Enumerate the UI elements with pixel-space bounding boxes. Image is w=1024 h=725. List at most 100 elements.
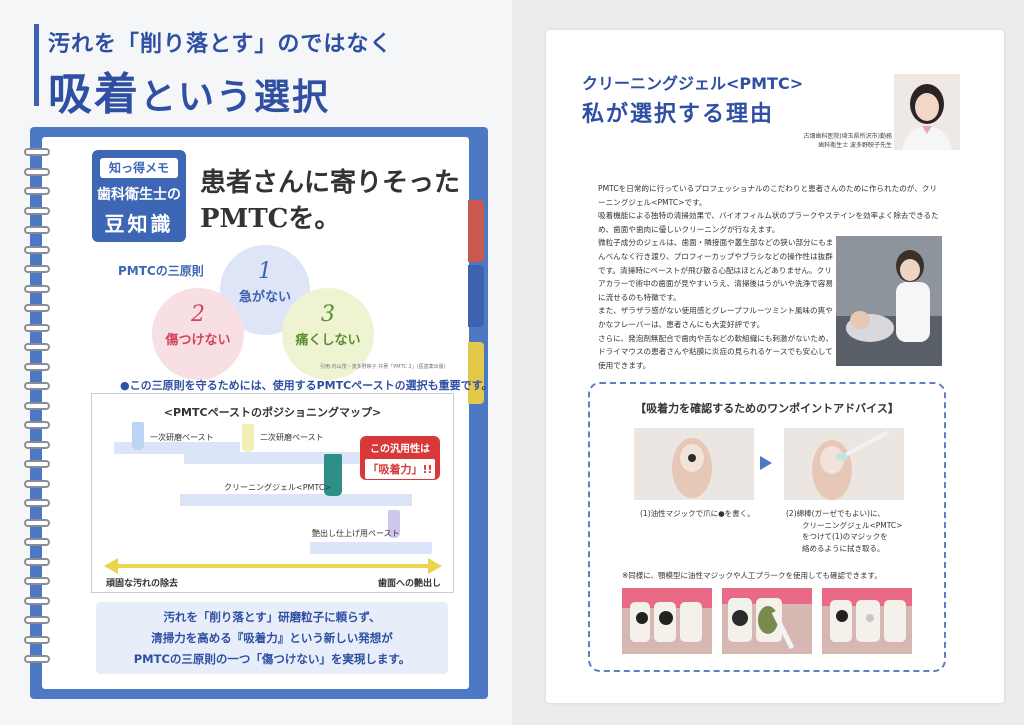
spiral-ring — [24, 245, 50, 254]
card-title-line1: 患者さんに寄りそった — [200, 168, 461, 198]
step2-caption-line: をつけて(1)のマジックを — [802, 532, 888, 541]
notebook-tab-yellow — [468, 342, 484, 404]
headline-line2: 吸着という選択 — [48, 58, 330, 122]
advice-box: 【吸着力を確認するためのワンポイントアドバイス】 (1)油性マジックで爪に●を書… — [588, 382, 946, 672]
citation: 引用:内山茂・波多野映子 共著「PMTC 2」(医歯薬出版) — [320, 364, 446, 370]
spiral-ring — [24, 226, 50, 234]
spiral-ring — [24, 284, 50, 293]
spiral-ring — [24, 167, 50, 176]
right-page: クリーニングジェル<PMTC> 私が選択する理由 古畑歯科医院(埼玉県所沢市)勤… — [546, 30, 1004, 703]
headline-big-word: 吸着 — [48, 69, 140, 120]
callout-box: この汎用性は 「吸着力」!! — [360, 436, 440, 480]
body-text: PMTCを日常的に行っているプロフェッショナルのこだわりと患者さんのために作られ… — [598, 182, 942, 372]
step2-caption-line: (2)綿棒(ガーゼでもよい)に、 — [786, 509, 885, 518]
spiral-ring — [24, 362, 50, 371]
tooth-model-photo-2 — [722, 588, 812, 654]
gel-tube-icon — [324, 454, 342, 496]
step1-photo — [634, 428, 754, 500]
memo-badge-mid: 歯科衛生士の — [97, 187, 181, 203]
body-paragraph: 微粒子成分のジェルは、歯面・隣接面や叢生部などの狭い部分にもまんべんなく行き渡り… — [598, 238, 834, 302]
spiral-ring — [24, 518, 50, 527]
summary-box: 汚れを「削り落とす」研磨粒子に頼らず、 清掃力を高める『吸着力』という新しい発想… — [96, 602, 448, 674]
spiral-ring — [24, 655, 50, 663]
positioning-map: <PMTCペーストのポジショニングマップ> 一次研磨ペースト 二次研磨ペースト … — [91, 393, 454, 593]
arrow-left-icon — [104, 558, 118, 574]
right-subtitle: クリーニングジェル<PMTC> — [582, 74, 804, 93]
principle-number: 1 — [258, 259, 272, 284]
map-bar — [114, 442, 240, 454]
spiral-ring — [24, 557, 50, 566]
card-title-line2: PMTCを。 — [200, 204, 341, 234]
map-item-label: クリーニングジェル<PMTC> — [224, 483, 332, 492]
body-paragraph: さらに、発泡剤無配合で歯肉や舌などの軟組織にも刺激がないため、ドライマウスの患者… — [598, 333, 834, 370]
principle-circle-3: 3 痛くしない — [282, 288, 374, 380]
map-title: <PMTCペーストのポジショニングマップ> — [163, 406, 382, 419]
principle-label: 痛くしない — [295, 333, 361, 348]
memo-badge: 知っ得メモ 歯科衛生士の 豆知識 — [92, 150, 186, 242]
spiral-ring — [24, 635, 50, 644]
principle-label: 急がない — [238, 290, 291, 305]
notebook-tab-red — [468, 200, 484, 262]
range-arrow — [114, 564, 432, 568]
body-paragraph: また、ザラザラ感がない使用感とグレープフルーツミント風味の爽やかなフレーバーは、… — [598, 306, 833, 329]
arrow-right-icon — [428, 558, 442, 574]
map-bar — [180, 494, 412, 506]
spiral-ring — [24, 401, 50, 410]
summary-line: 清掃力を高める『吸着力』という新しい発想が — [151, 631, 393, 645]
spiral-ring — [24, 577, 50, 585]
step2-caption: (2)綿棒(ガーゼでもよい)に、 クリーニングジェル<PMTC> をつけて(1)… — [786, 508, 902, 554]
right-title: 私が選択する理由 — [582, 101, 775, 127]
spiral-ring — [24, 382, 50, 390]
step2-caption-line: クリーニングジェル<PMTC> — [802, 520, 903, 530]
paste-tube-icon — [388, 510, 400, 538]
callout-line1: この汎用性は — [370, 444, 430, 455]
step2-caption-line: 絡めるように拭き取る。 — [802, 543, 885, 553]
step1-caption: (1)油性マジックで爪に●を書く。 — [640, 509, 755, 518]
map-bar — [310, 542, 432, 554]
tooth-model-photo-3 — [822, 588, 912, 654]
headline-rest: という選択 — [140, 77, 331, 118]
spiral-ring — [24, 538, 50, 546]
spiral-ring — [24, 323, 50, 332]
range-right-label: 歯面への艶出し — [378, 579, 442, 589]
spiral-ring — [24, 460, 50, 468]
spiral-ring — [24, 206, 50, 215]
body-paragraph: 吸着機能による独特の清掃効果で、バイオフィルム状のプラークやステインを効率よく除… — [598, 211, 939, 234]
principle-number: 3 — [321, 302, 335, 327]
arrow-right-icon — [760, 456, 772, 470]
credit: 古畑歯科医院(埼玉県所沢市)勤務 歯科衛生士 波多野映子先生 — [782, 132, 892, 150]
range-left-label: 頑固な汚れの除去 — [106, 579, 179, 589]
also-note: ※同様に、顎模型に油性マジックや人工プラークを使用しても確認できます。 — [622, 571, 882, 580]
spiral-ring — [24, 148, 50, 156]
principle-number: 2 — [191, 302, 205, 327]
spiral-ring — [24, 616, 50, 624]
map-item-label: 一次研磨ペースト — [150, 433, 214, 442]
credit-line1: 古畑歯科医院(埼玉県所沢市)勤務 — [803, 133, 892, 140]
memo-badge-top: 知っ得メモ — [100, 158, 178, 178]
spiral-ring — [24, 440, 50, 449]
spiral-ring — [24, 265, 50, 273]
paste-tube-icon — [132, 422, 144, 450]
body-paragraph: PMTCを日常的に行っているプロフェッショナルのこだわりと患者さんのために作られ… — [598, 184, 938, 207]
portrait-photo — [894, 74, 960, 150]
headline-line1: 汚れを「削り落とす」のではなく — [48, 32, 393, 57]
principle-label: 傷つけない — [165, 333, 231, 348]
left-page: 汚れを「削り落とす」のではなく 吸着という選択 知っ得メモ 歯科衛生士の 豆知識… — [24, 24, 493, 699]
spiral-ring — [24, 421, 50, 429]
spiral-ring — [24, 499, 50, 507]
note-line: ●この三原則を守るためには、使用するPMTCペーストの選択も重要です。 — [120, 379, 493, 392]
spiral-ring — [24, 596, 50, 605]
spiral-ring — [24, 304, 50, 312]
spiral-ring — [24, 479, 50, 488]
card-title: 患者さんに寄りそった PMTCを。 — [200, 165, 460, 237]
memo-badge-bottom: 豆知識 — [104, 212, 174, 236]
spiral-ring — [24, 187, 50, 195]
treatment-photo — [836, 236, 942, 366]
principle-circle-2: 2 傷つけない — [152, 288, 244, 380]
map-item-label: 艶出し仕上げ用ペースト — [312, 529, 400, 538]
principles-title: PMTCの三原則 — [118, 264, 204, 278]
spiral-ring — [24, 343, 50, 351]
step2-photo — [784, 428, 904, 500]
map-bar — [184, 452, 364, 464]
credit-line2: 歯科衛生士 波多野映子先生 — [818, 142, 892, 149]
